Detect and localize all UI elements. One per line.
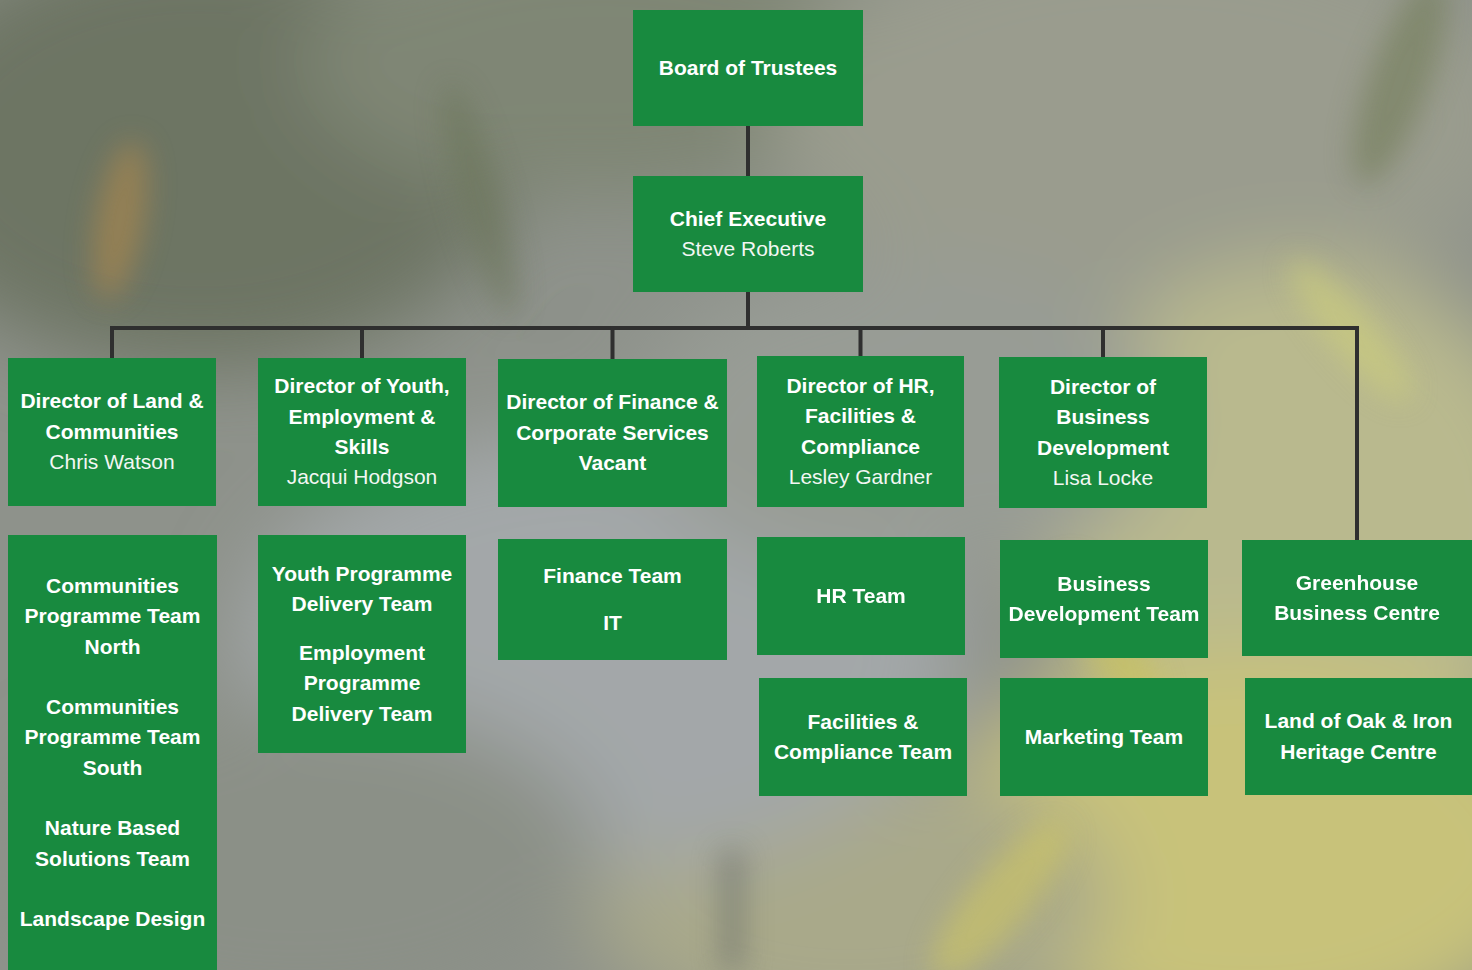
team-name: Youth Programme Delivery Team bbox=[266, 559, 458, 620]
team-box: Business Development Team bbox=[1000, 540, 1208, 658]
team-name: Nature Based Solutions Team bbox=[16, 813, 209, 874]
team-name: Business Development Team bbox=[1008, 569, 1200, 630]
team-box: HR Team bbox=[757, 537, 965, 655]
role-title: Director of Business Development bbox=[1007, 372, 1199, 463]
team-box: Communities Programme Team NorthCommunit… bbox=[8, 535, 217, 970]
org-connector bbox=[112, 292, 748, 358]
role-title: Board of Trustees bbox=[641, 53, 855, 83]
org-connector bbox=[748, 292, 861, 356]
director-box: Director of Youth, Employment & SkillsJa… bbox=[258, 358, 466, 506]
board-box: Board of Trustees bbox=[633, 10, 863, 126]
team-name: HR Team bbox=[765, 581, 957, 611]
director-box: Director of Finance & Corporate Services… bbox=[498, 359, 727, 507]
team-name: Land of Oak & Iron Heritage Centre bbox=[1253, 706, 1464, 767]
team-box: Facilities & Compliance Team bbox=[759, 678, 967, 796]
role-title: Chief Executive bbox=[641, 204, 855, 234]
role-title: Director of Land & Communities bbox=[16, 386, 208, 447]
person-name: Lesley Gardner bbox=[765, 462, 956, 492]
person-name: Steve Roberts bbox=[641, 234, 855, 264]
team-name: Marketing Team bbox=[1008, 722, 1200, 752]
director-box: Director of HR, Facilities & ComplianceL… bbox=[757, 356, 964, 507]
centre-box: Greenhouse Business Centre bbox=[1242, 540, 1472, 656]
org-connector bbox=[746, 126, 750, 176]
executive-box: Chief ExecutiveSteve Roberts bbox=[633, 176, 863, 292]
org-connector bbox=[748, 292, 1103, 357]
org-connector bbox=[748, 292, 1357, 540]
role-title: Director of HR, Facilities & Compliance bbox=[765, 371, 956, 462]
person-name: Vacant bbox=[506, 448, 719, 478]
person-name: Chris Watson bbox=[16, 447, 208, 477]
team-name: Greenhouse Business Centre bbox=[1250, 568, 1464, 629]
team-box: Youth Programme Delivery TeamEmployment … bbox=[258, 535, 466, 753]
team-name: Landscape Design bbox=[16, 904, 209, 934]
team-name: Facilities & Compliance Team bbox=[767, 707, 959, 768]
team-box: Marketing Team bbox=[1000, 678, 1208, 796]
team-name: IT bbox=[506, 608, 719, 638]
team-name: Finance Team bbox=[506, 561, 719, 591]
team-name: Communities Programme Team North bbox=[16, 571, 209, 662]
person-name: Lisa Locke bbox=[1007, 463, 1199, 493]
org-connector bbox=[362, 292, 748, 358]
org-connector bbox=[613, 292, 749, 359]
director-box: Director of Land & CommunitiesChris Wats… bbox=[8, 358, 216, 506]
team-name: Communities Programme Team South bbox=[16, 692, 209, 783]
person-name: Jacqui Hodgson bbox=[266, 462, 458, 492]
background-leaves bbox=[82, 0, 1465, 970]
team-box: Finance TeamIT bbox=[498, 539, 727, 660]
team-name: Employment Programme Delivery Team bbox=[266, 638, 458, 729]
director-box: Director of Business DevelopmentLisa Loc… bbox=[999, 357, 1207, 508]
role-title: Director of Youth, Employment & Skills bbox=[266, 371, 458, 462]
role-title: Director of Finance & Corporate Services bbox=[506, 387, 719, 448]
centre-box: Land of Oak & Iron Heritage Centre bbox=[1245, 678, 1472, 795]
